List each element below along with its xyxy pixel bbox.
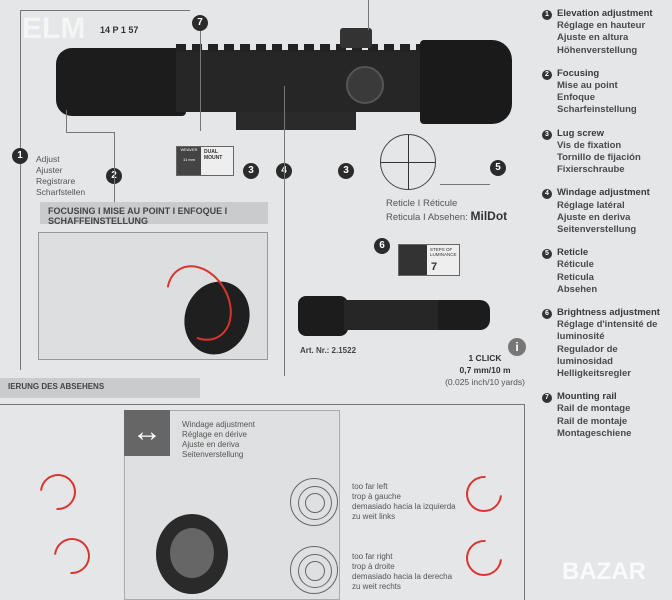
legend-number-icon: 7 [542, 393, 552, 404]
rotate-arrow-icon [458, 532, 510, 584]
legend-line: Höhenverstellung [557, 44, 638, 56]
legend-title: Lug screw [557, 127, 604, 139]
callout-line [114, 132, 115, 202]
reticle-text: Reticle I Réticule Reticula I Absehen: M… [386, 198, 508, 223]
target-right-icon [290, 546, 338, 594]
callout-line [368, 0, 369, 30]
absehen-band: IERUNG DES ABSEHENS [0, 378, 200, 398]
callout-1: 1 [12, 148, 28, 164]
legend-title: Elevation adjustment [557, 8, 653, 19]
legend-line: Regulador de luminosidad [557, 343, 618, 367]
legend-line: Rail de montaje [557, 415, 628, 427]
dual-mount-label: DUAL MOUNT [204, 149, 223, 161]
legend-line: Montageschiene [557, 427, 632, 439]
callout-3b: 3 [338, 163, 354, 179]
luminance-label: STEPS OF LUMINANCE [430, 247, 457, 257]
callout-line [284, 86, 285, 376]
frame-line [0, 404, 524, 405]
article-number: Art. Nr.: 2.1522 [300, 346, 357, 355]
frame-line [20, 10, 21, 370]
legend-line: Mise au point [557, 80, 618, 92]
legend-line: Seitenverstellung [557, 224, 637, 236]
legend-number-icon: 4 [542, 189, 552, 200]
frame-line [524, 404, 525, 600]
callout-3: 3 [243, 163, 259, 179]
legend-line: Réglage d'intensité de [557, 319, 658, 331]
callout-6: 6 [374, 238, 390, 254]
info-icon: i [508, 338, 526, 356]
target-left-icon [290, 478, 338, 526]
legend-line: Tornillo de fijación [557, 152, 641, 164]
legend-line: Fixierschraube [557, 164, 625, 176]
callout-line [440, 184, 490, 185]
reticle-icon [380, 134, 436, 190]
legend-title: Focusing [557, 67, 600, 79]
legend-line: Vis de fixation [557, 139, 622, 151]
rotate-arrow-icon [458, 468, 510, 520]
frame-line [20, 10, 190, 11]
luminance-icon [399, 245, 427, 275]
legend-line: Helligkeitsregler [557, 368, 631, 380]
rotate-arrow-icon [46, 530, 98, 582]
legend-line: Rail de montage [557, 403, 631, 415]
luminance-value: 7 [431, 261, 438, 273]
callout-line [66, 110, 67, 132]
watermark-bottom: BAZAR [562, 558, 646, 585]
legend-line: Réglage en hauteur [557, 20, 646, 32]
legend-line: Enfoque [557, 92, 595, 104]
legend-title: Brightness adjustment [557, 307, 660, 319]
legend-number-icon: 3 [542, 129, 552, 140]
legend-title: Windage adjustment [557, 187, 650, 199]
callout-line [66, 132, 114, 133]
focusing-panel [38, 232, 268, 364]
legend-line: Réticule [557, 259, 594, 271]
windage-knob-image [156, 514, 228, 594]
legend-number-icon: 1 [542, 10, 552, 20]
callout-line [200, 31, 201, 131]
legend-title: Mounting rail [557, 391, 617, 403]
legend-line: Ajuste en altura [557, 32, 629, 44]
legend-line: Reticula [557, 271, 594, 283]
legend-number-icon: 2 [542, 69, 552, 80]
legend-number-icon: 6 [542, 309, 552, 320]
legend-line: Ajuste en deriva [557, 211, 631, 223]
legend-line: luminosité [557, 331, 605, 343]
legend-line: Réglage latéral [557, 199, 625, 211]
legend-line: Absehen [557, 283, 598, 295]
callout-5: 5 [490, 160, 506, 176]
callout-7: 7 [192, 15, 208, 31]
legend-line: Scharfeinstellung [557, 104, 637, 116]
legend-number-icon: 5 [542, 249, 552, 260]
focusing-band: FOCUSING I MISE AU POINT I ENFOQUE I SCH… [40, 202, 268, 226]
luminance-badge: STEPS OF LUMINANCE 7 [398, 244, 460, 276]
legend-title: Reticle [557, 247, 589, 259]
left-right-arrow-icon: ↔ [124, 410, 170, 456]
watermark-top: ELM [22, 12, 86, 45]
model-code: 14 P 1 57 [100, 25, 139, 35]
rotate-arrow-icon [32, 466, 84, 518]
